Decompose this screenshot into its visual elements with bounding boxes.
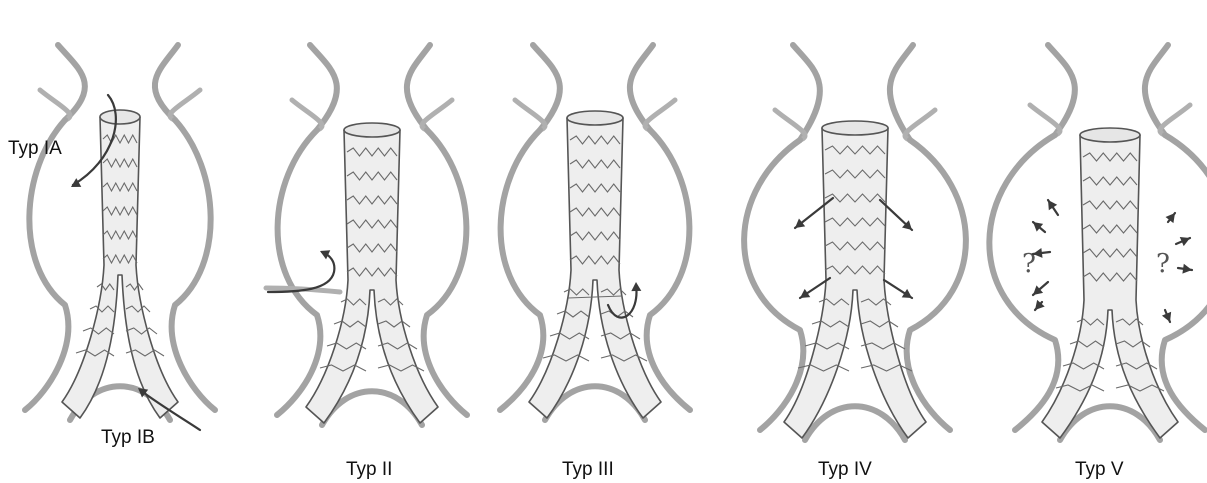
aneurysm-wall-right — [907, 140, 966, 430]
graft-opening — [344, 123, 400, 137]
pressure-arrowhead — [1166, 213, 1175, 223]
stent-graft — [62, 117, 178, 418]
question-mark-right: ? — [1156, 249, 1170, 279]
panel-typ-ii — [266, 45, 467, 425]
stent-graft — [529, 118, 661, 418]
panel-typ-ia-ib — [25, 45, 215, 430]
graft-opening — [100, 110, 140, 124]
iliac-bifurcation — [805, 406, 905, 440]
label-typ-ib: Typ IB — [101, 428, 155, 447]
aneurysm-wall-right — [1162, 135, 1207, 430]
aneurysm-wall-left — [500, 130, 543, 410]
graft-opening — [567, 111, 623, 125]
label-typ-ii: Typ II — [346, 460, 392, 479]
arrowhead-iii — [631, 282, 641, 291]
graft-opening — [1080, 128, 1140, 142]
pressure-arrowhead — [1035, 300, 1045, 310]
label-typ-v: Typ V — [1075, 460, 1124, 479]
label-typ-ia: Typ IA — [8, 139, 62, 158]
panel-typ-iii — [500, 45, 690, 420]
label-typ-iv: Typ IV — [818, 460, 872, 479]
vessel-wall-top-right — [890, 45, 913, 140]
aneurysm-wall-right — [424, 130, 467, 415]
aneurysm-wall-left — [277, 130, 320, 415]
stent-graft — [784, 128, 926, 438]
aneurysm-wall-right — [172, 120, 215, 410]
graft-opening — [822, 121, 888, 135]
stent-graft — [1042, 135, 1178, 438]
aneurysm-wall-left — [25, 120, 68, 410]
label-typ-iii: Typ III — [562, 460, 614, 479]
aneurysm-wall-right — [647, 130, 690, 410]
panel-typ-v: ?? — [989, 45, 1207, 440]
aneurysm-wall-left — [744, 140, 803, 430]
panel-typ-iv — [744, 45, 966, 440]
